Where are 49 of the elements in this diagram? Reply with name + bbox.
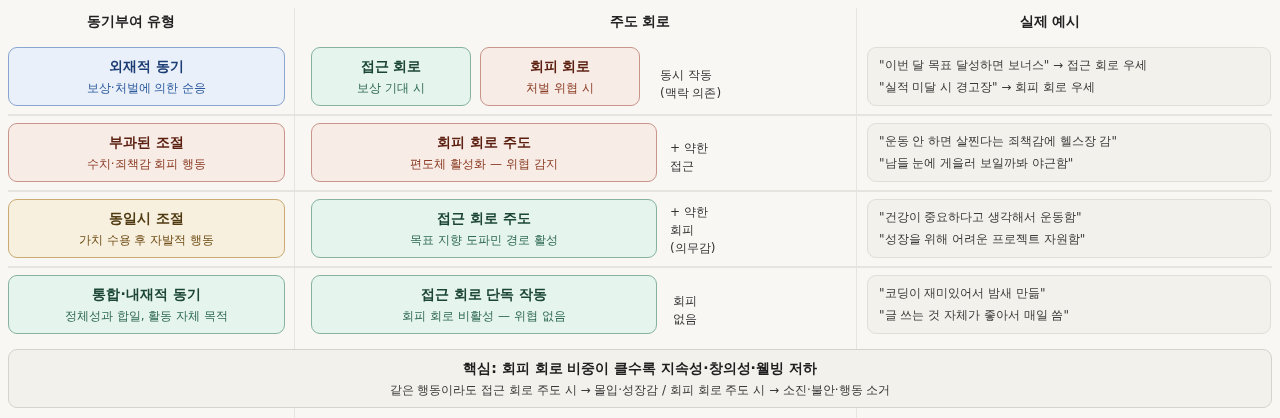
- summary-heading: 핵심: 회피 회로 비중이 클수록 지속성·창의성·웰빙 저하: [463, 358, 817, 378]
- column-header: 실제 예시: [1019, 13, 1081, 31]
- example-quote: "글 쓰는 것 자체가 좋아서 매일 씀": [879, 307, 1069, 324]
- example-quote: "운동 안 하면 살찐다는 죄책감에 헬스장 감": [879, 133, 1117, 150]
- example-card: [867, 47, 1271, 106]
- card-subtitle: 수치·죄책감 회피 행동: [86, 155, 207, 173]
- example-card: [867, 123, 1271, 182]
- card-subtitle: 회피 회로 비활성 — 위협 없음: [402, 307, 566, 325]
- side-note: 동시 작동 (맥락 의존): [660, 67, 723, 102]
- card-title: 회피 회로: [529, 56, 591, 76]
- circuit-card: [311, 123, 657, 182]
- card-title: 통합·내재적 동기: [92, 284, 201, 304]
- circuit-card: [311, 275, 657, 334]
- card-subtitle: 목표 지향 도파민 경로 활성: [410, 231, 558, 249]
- card-title: 외재적 동기: [109, 56, 184, 76]
- category-card: [8, 199, 285, 258]
- side-note: 회피 없음: [673, 293, 698, 328]
- card-title: 동일시 조절: [109, 208, 184, 228]
- circuit-card: [480, 47, 640, 106]
- summary-card: [8, 349, 1272, 408]
- card-subtitle: 처벌 위협 시: [526, 79, 594, 97]
- side-note: + 약한 회피 (의무감): [670, 204, 717, 257]
- category-card: [8, 47, 285, 106]
- card-title: 접근 회로 주도: [437, 208, 531, 228]
- category-card: [8, 123, 285, 182]
- circuit-card: [311, 47, 471, 106]
- category-card: [8, 275, 285, 334]
- example-card: [867, 275, 1271, 334]
- example-quote: "남들 눈에 게을러 보일까봐 야근함": [879, 155, 1074, 172]
- example-quote: "성장을 위해 어려운 프로젝트 자원함": [879, 231, 1086, 248]
- card-title: 부과된 조절: [109, 132, 184, 152]
- example-quote: "코딩이 재미있어서 밤새 만듦": [879, 285, 1046, 302]
- card-subtitle: 편도체 활성화 — 위협 감지: [410, 155, 558, 173]
- example-quote: "이번 달 목표 달성하면 보너스" → 접근 회로 우세: [879, 57, 1147, 74]
- column-header: 주도 회로: [609, 13, 671, 31]
- card-subtitle: 가치 수용 후 자발적 행동: [78, 231, 215, 249]
- side-note: + 약한 접근: [670, 140, 709, 175]
- circuit-card: [311, 199, 657, 258]
- summary-text: 같은 행동이라도 접근 회로 주도 시 → 몰입·성장감 / 회피 회로 주도 시 → 소진·불안·행동 소거: [389, 381, 891, 399]
- example-quote: "실적 미달 시 경고장" → 회피 회로 우세: [879, 79, 1095, 96]
- example-quote: "건강이 중요하다고 생각해서 운동함": [879, 209, 1082, 226]
- column-header: 동기부여 유형: [86, 13, 176, 31]
- card-subtitle: 보상·처벌에 의한 순응: [86, 79, 207, 97]
- card-title: 회피 회로 주도: [437, 132, 531, 152]
- card-title: 접근 회로: [360, 56, 422, 76]
- card-subtitle: 정체성과 합일, 활동 자체 목적: [64, 307, 229, 325]
- card-subtitle: 보상 기대 시: [357, 79, 425, 97]
- example-card: [867, 199, 1271, 258]
- card-title: 접근 회로 단독 작동: [420, 284, 548, 304]
